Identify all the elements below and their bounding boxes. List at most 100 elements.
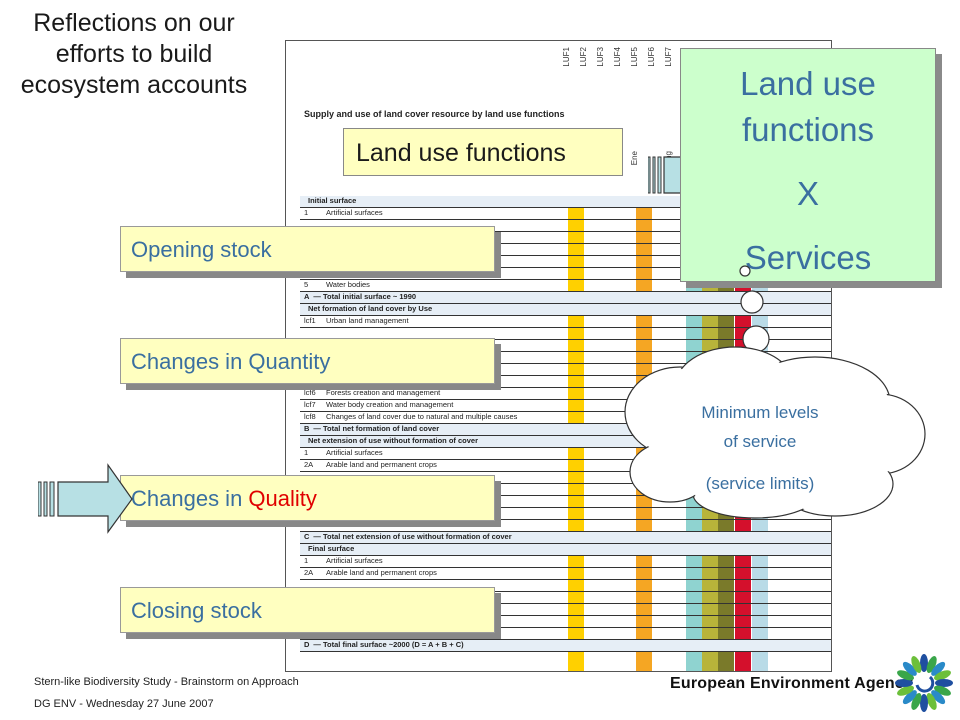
table-row: 5 Water bodies <box>300 280 831 292</box>
cloud-text: Minimum levels of service (service limit… <box>640 398 880 498</box>
table-row: Initial surface <box>300 196 831 208</box>
row-label: Wetlands <box>326 268 358 277</box>
row-label: Net extension of use without formation o… <box>308 436 479 445</box>
column-header: LUF7 <box>664 47 673 67</box>
land-use-functions-label: Land use functions <box>343 128 623 176</box>
row-label: Artificial surfaces <box>326 556 383 565</box>
logo-petal <box>926 656 937 673</box>
logo-petal <box>931 661 946 676</box>
logo-petal <box>895 679 913 687</box>
row-number: A <box>304 292 310 301</box>
column-header: LUF6 <box>647 47 656 67</box>
table-row: lcf8 Changes of land cover due to natural… <box>300 412 831 424</box>
table-row: C— Total net extension of use without fo… <box>300 532 831 544</box>
table-row <box>300 604 831 616</box>
footer-line1: Stern-like Biodiversity Study - Brainsto… <box>34 676 299 688</box>
table-row: Net extension of use without formation o… <box>300 436 831 448</box>
column-header: LUF1 <box>562 47 571 67</box>
logo-petal <box>911 693 922 710</box>
row-number: 2A <box>304 460 314 469</box>
row-number: lcf6 <box>304 388 316 397</box>
logo-petal <box>931 690 946 705</box>
logo-petal <box>935 679 953 687</box>
row-label: — Total net formation of land cover <box>313 424 440 433</box>
changes-quality-label: Changes in Quality <box>120 475 495 521</box>
row-label: Changes of land cover due to natural and… <box>326 412 518 421</box>
table-row <box>300 340 831 352</box>
row-number: 5 <box>304 280 309 289</box>
row-number: 1 <box>304 208 309 217</box>
table-row <box>300 496 831 508</box>
row-label: Water bodies <box>326 280 370 289</box>
row-label: Urban land management <box>326 316 409 325</box>
big-box-line2: functions <box>741 111 875 148</box>
table-row <box>300 220 831 232</box>
quality-prefix: Changes in <box>131 486 249 511</box>
row-number: lcf1 <box>304 316 316 325</box>
cloud-line1: Minimum levels <box>701 403 819 422</box>
table-row: lcf6 Forests creation and management <box>300 388 831 400</box>
table-row: A— Total initial surface ~ 1990 <box>300 292 831 304</box>
logo-petal <box>934 685 951 696</box>
row-label: — Total final surface ~2000 (D = A + B +… <box>313 640 464 649</box>
row-number: 1 <box>304 556 309 565</box>
table-row: Net formation of land cover by Use <box>300 304 831 316</box>
row-number: 1 <box>304 448 309 457</box>
footer-line2: DG ENV - Wednesday 27 June 2007 <box>34 698 214 710</box>
row-number: D <box>304 640 310 649</box>
row-label: Water bodies <box>326 520 370 529</box>
land-use-services-box: Land use functions X Services <box>680 48 936 282</box>
row-label: Forests creation and management <box>326 388 441 397</box>
logo-petal <box>902 690 917 705</box>
logo-petal <box>926 693 937 710</box>
table-row: D— Total final surface ~2000 (D = A + B … <box>300 640 831 652</box>
column-header: LUF3 <box>596 47 605 67</box>
table-row <box>300 592 831 604</box>
opening-stock-label: Opening stock <box>120 226 495 272</box>
logo-petal <box>934 670 951 681</box>
column-header: LUF2 <box>579 47 588 67</box>
slide-title: Reflections on our efforts to build ecos… <box>20 9 248 99</box>
eea-logo-icon <box>895 654 953 712</box>
column-caption: Ene <box>630 151 639 166</box>
table-row: 1 Artificial surfaces <box>300 556 831 568</box>
logo-petal <box>911 656 922 673</box>
row-label: — Total net extension of use without for… <box>313 532 512 541</box>
quality-word: Quality <box>248 486 317 511</box>
column-header: LUF4 <box>613 47 622 67</box>
row-number: 4 <box>304 268 309 277</box>
row-label: Arable land and permanent crops <box>326 568 437 577</box>
logo-petal <box>897 670 914 681</box>
row-label: Water body creation and management <box>326 400 454 409</box>
row-label: Artificial surfaces <box>326 448 383 457</box>
cloud-line3: (service limits) <box>705 474 815 493</box>
logo-petal <box>920 654 928 672</box>
agency-name: European Environment Agency <box>670 675 914 692</box>
row-label: Artificial surfaces <box>326 208 383 217</box>
big-box-line4: Services <box>744 239 872 276</box>
cloud-line2: of service <box>723 432 797 451</box>
closing-stock-label: Closing stock <box>120 587 495 633</box>
table-row <box>300 364 831 376</box>
row-label: Final surface <box>308 544 355 553</box>
row-number: C <box>304 532 310 541</box>
row-number: lcf8 <box>304 412 316 421</box>
table-row <box>300 232 831 244</box>
table-row <box>300 256 831 268</box>
table-row: B— Total net formation of land cover <box>300 424 831 436</box>
thought-bubble-icon <box>624 265 926 519</box>
table-title: Supply and use of land cover resource by… <box>304 109 565 119</box>
table-row: 1 Artificial surfaces <box>300 208 831 220</box>
table-row <box>300 328 831 340</box>
table-row <box>300 472 831 484</box>
big-box-line1: Land use <box>740 65 876 102</box>
table-row: 1 Artificial surfaces <box>300 448 831 460</box>
big-box-line3: X <box>796 175 819 212</box>
arrow-right-icon <box>38 463 133 534</box>
logo-petal <box>902 661 917 676</box>
table-row: lcf1 Urban land management <box>300 316 831 328</box>
column-header: LUF5 <box>630 47 639 67</box>
